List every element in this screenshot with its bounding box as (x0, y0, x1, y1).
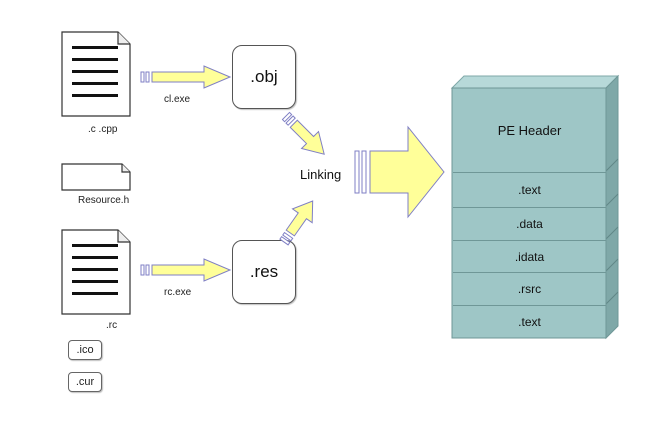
section-text-2: .text (453, 305, 606, 338)
rc-exe-label: rc.exe (164, 287, 192, 298)
resource-compile-arrow (140, 258, 232, 282)
cl-exe-label: cl.exe (164, 94, 191, 105)
header-file-icon (61, 163, 131, 191)
obj-to-linking-arrow (281, 111, 325, 155)
pe-file-block-3d (450, 74, 620, 340)
res-to-linking-arrow (279, 200, 314, 246)
source-file-icon (61, 31, 131, 117)
res-box: .res (232, 240, 296, 304)
cpp-source-label: .c .cpp (88, 124, 118, 135)
obj-box: .obj (232, 45, 296, 109)
section-idata: .idata (453, 240, 606, 272)
section-text: .text (453, 172, 606, 207)
linking-label: Linking (300, 167, 342, 182)
ico-file-box: .ico (68, 340, 102, 360)
linking-arrow (354, 125, 445, 219)
cur-file-box: .cur (68, 372, 102, 392)
pe-header-section: PE Header (497, 122, 562, 138)
compile-arrow (140, 65, 232, 89)
rc-file-icon (61, 229, 131, 315)
section-rsrc: .rsrc (453, 272, 606, 305)
section-data: .data (453, 207, 606, 240)
rc-source-label: .rc (106, 320, 118, 331)
resource-h-label: Resource.h (78, 195, 130, 206)
